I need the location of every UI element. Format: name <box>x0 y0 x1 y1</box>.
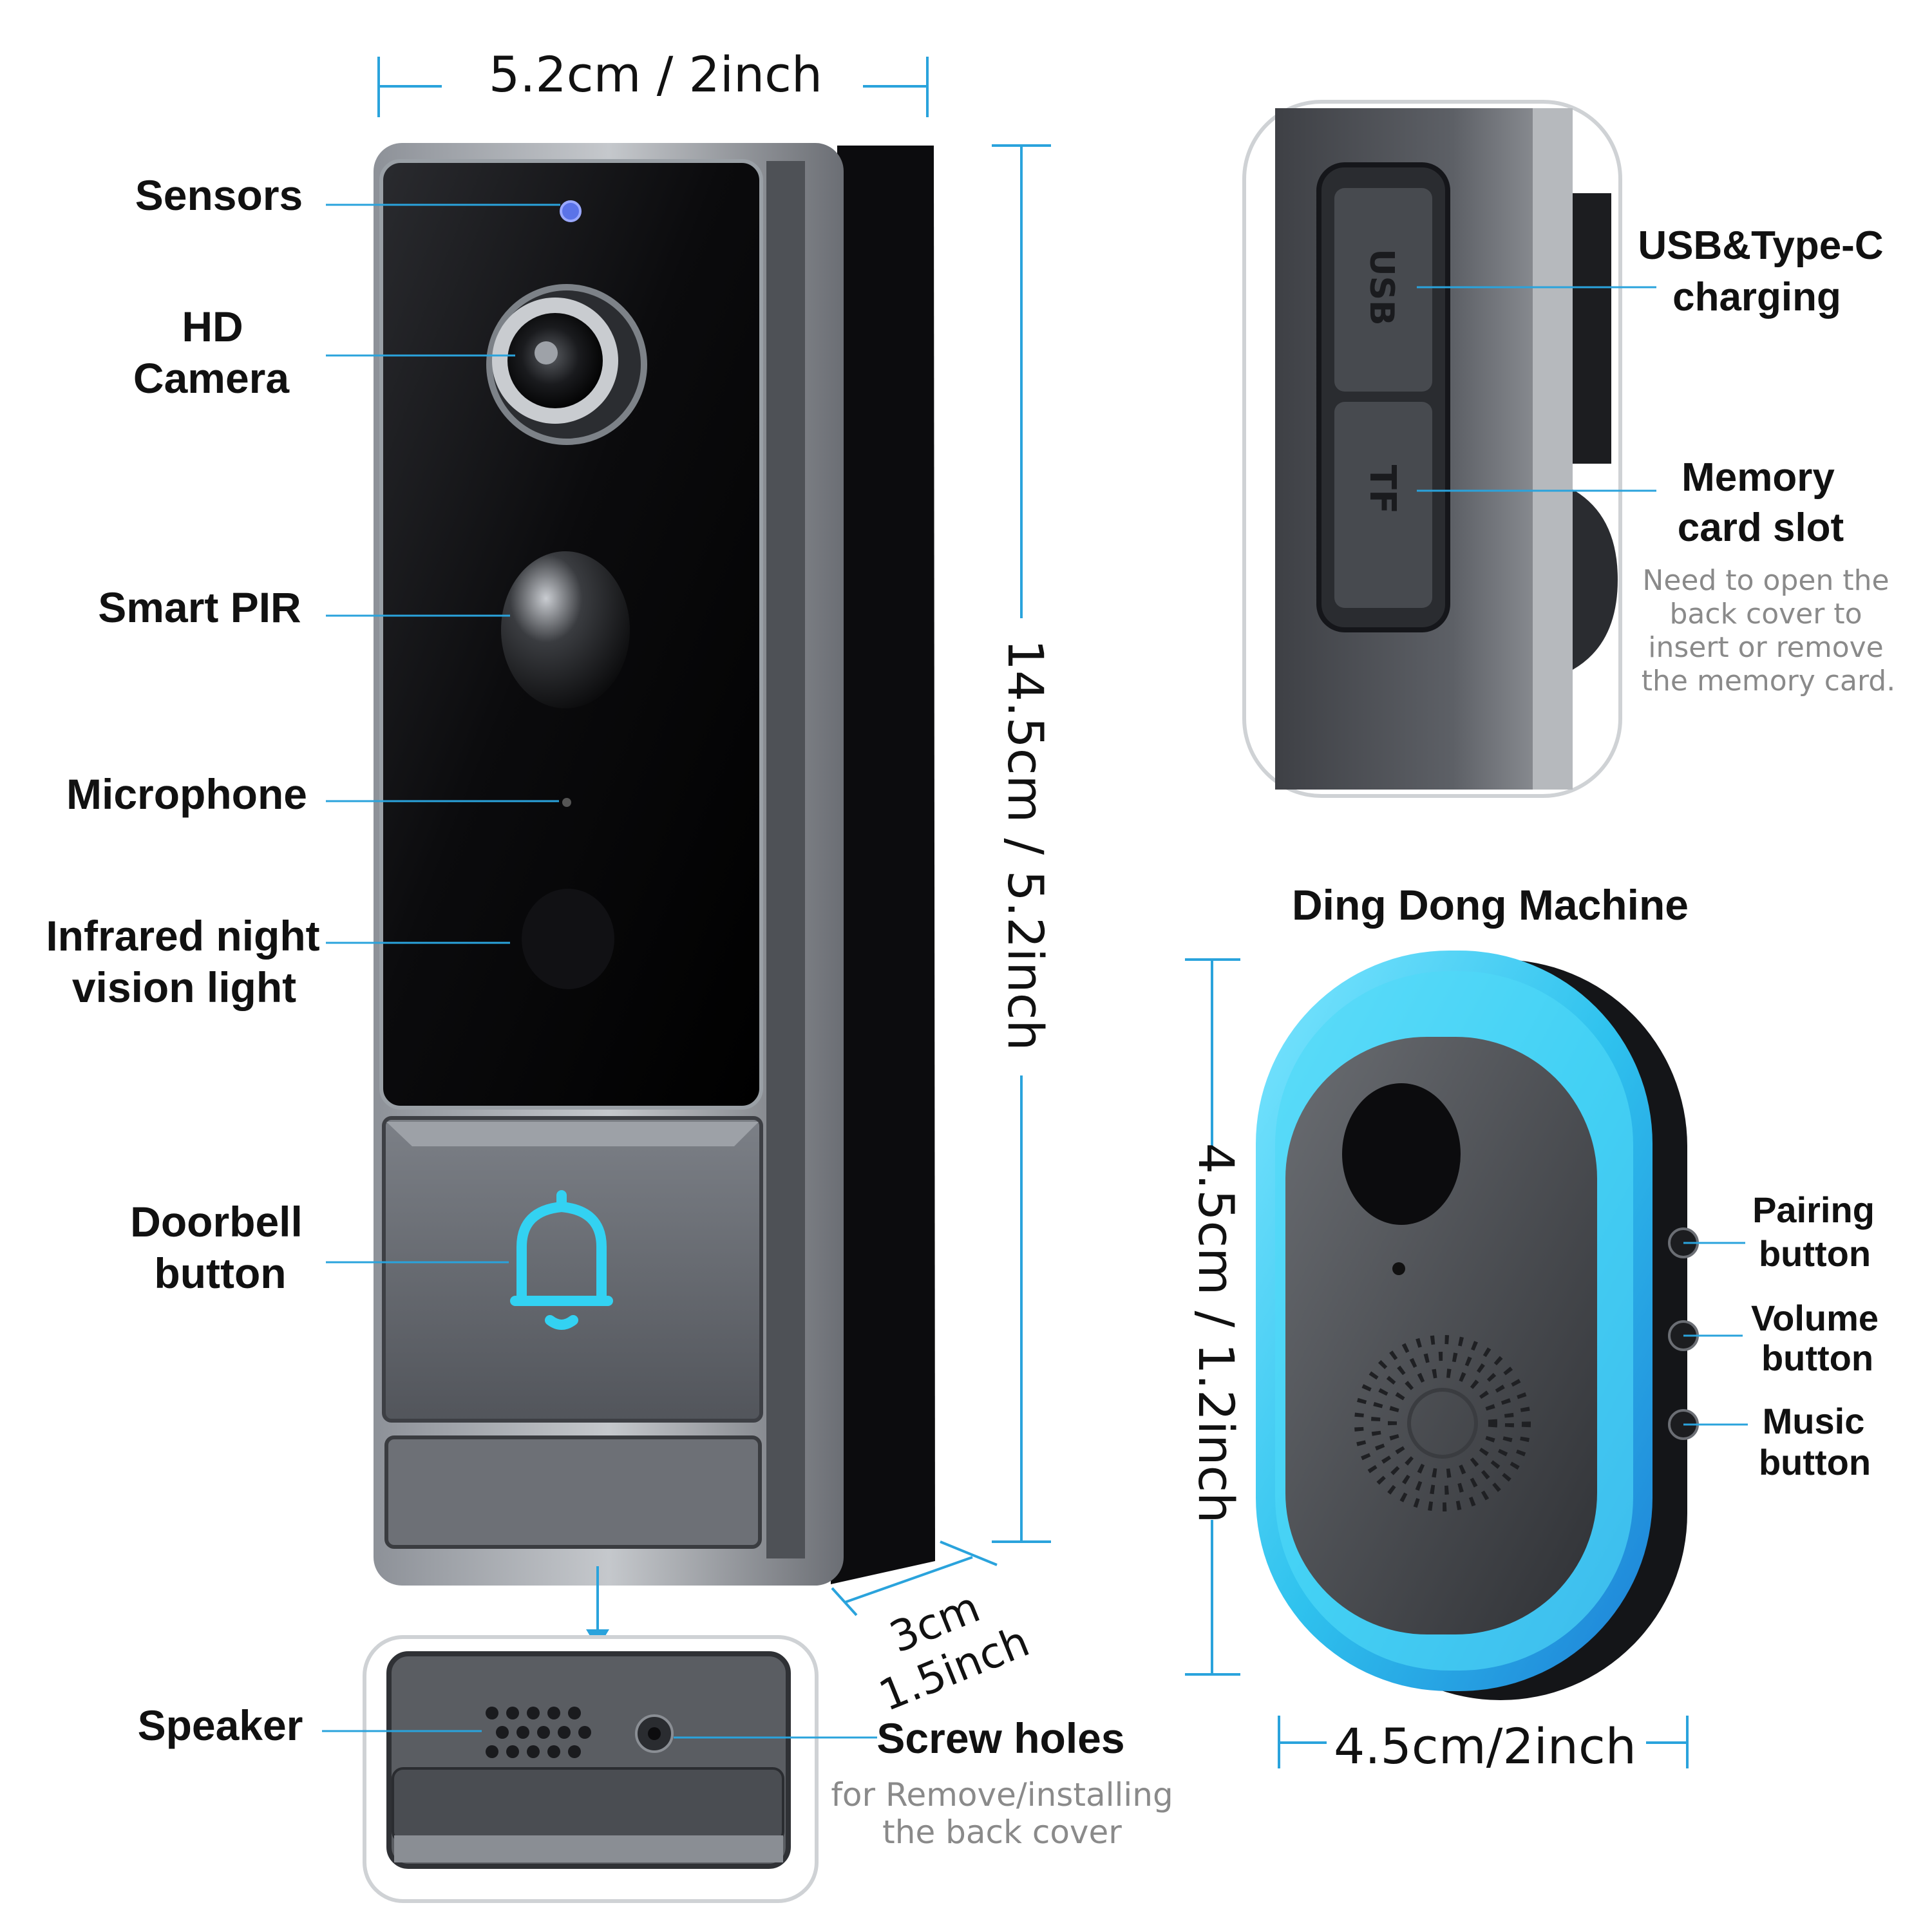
pairing-label-line1: Pairing <box>1752 1189 1875 1230</box>
camera-lens-glint <box>535 341 558 365</box>
screw-note-line2: the back cover <box>882 1814 1122 1851</box>
memory-note-line1: Need to open the <box>1642 564 1889 597</box>
side-view-knob <box>1573 489 1618 670</box>
tf-port-cover <box>1334 402 1432 608</box>
usb-charging-label-line2: charging <box>1672 275 1841 319</box>
doorbell-button-label-line1: Doorbell <box>130 1198 303 1245</box>
infrared-label-line2: vision light <box>72 963 296 1011</box>
side-view: USB TF <box>1242 100 1622 798</box>
height-dimension: 14.5cm / 5.2inch <box>992 144 1054 1543</box>
bell-icon <box>510 1190 613 1330</box>
chime-title: Ding Dong Machine <box>1292 881 1689 929</box>
chime-height-label: 4.5cm / 1.2inch <box>1188 1143 1245 1524</box>
usb-port-text: USB <box>1362 249 1401 325</box>
doorbell-button-label-line2: button <box>154 1249 286 1297</box>
chime-width-dimension: 4.5cm/2inch <box>1278 1716 1689 1775</box>
side-view-rear <box>1573 193 1611 464</box>
memory-note-line4: the memory card. <box>1642 665 1895 697</box>
smart-pir-label: Smart PIR <box>98 583 301 631</box>
hd-camera-label-line1: HD <box>182 303 243 350</box>
sensor-dot <box>560 200 582 222</box>
music-label-line2: button <box>1759 1442 1871 1482</box>
microphone-hole <box>562 798 571 807</box>
chime-height-dimension: 4.5cm / 1.2inch <box>1185 958 1245 1676</box>
screw-holes-label: Screw holes <box>876 1714 1124 1762</box>
screw-note-line1: for Remove/installing <box>831 1776 1173 1814</box>
memory-note-line3: insert or remove <box>1648 631 1884 664</box>
width-dimension: 5.2cm / 2inch <box>377 46 929 117</box>
chime-device <box>1256 951 1699 1700</box>
camera-lens <box>507 313 603 408</box>
memory-label-line2: card slot <box>1678 506 1844 550</box>
height-label: 14.5cm / 5.2inch <box>997 639 1054 1050</box>
doorbell-bezel-right <box>766 161 805 1558</box>
width-label: 5.2cm / 2inch <box>489 46 822 103</box>
chime-speaker-grille <box>1354 1335 1531 1511</box>
bottom-base <box>394 1835 783 1862</box>
usb-charging-label-line1: USB&Type-C <box>1638 223 1883 268</box>
pir-sensor <box>501 551 630 708</box>
hd-camera-label-line2: Camera <box>133 354 290 402</box>
music-label-line1: Music <box>1763 1401 1865 1441</box>
usb-port-cover <box>1334 188 1432 392</box>
memory-label-line1: Memory <box>1681 455 1835 500</box>
doorbell-side-shadow <box>831 146 935 1584</box>
doorbell-bottom-cover <box>384 1435 762 1549</box>
chime-width-label: 4.5cm/2inch <box>1334 1718 1636 1775</box>
chime-mic <box>1392 1262 1405 1275</box>
microphone-label: Microphone <box>66 770 307 818</box>
bottom-lower-strip <box>392 1767 784 1843</box>
sensors-label: Sensors <box>135 171 303 219</box>
bottom-view <box>363 1635 819 1903</box>
volume-label-line2: button <box>1761 1338 1873 1378</box>
pairing-label-line2: button <box>1759 1233 1871 1274</box>
volume-label-line1: Volume <box>1751 1298 1879 1338</box>
infrared-label-line1: Infrared night <box>46 912 319 960</box>
speaker-grille <box>486 1707 591 1758</box>
doorbell-button-plate <box>382 1116 763 1423</box>
chime-lens <box>1342 1083 1461 1225</box>
speaker-label: Speaker <box>138 1701 303 1749</box>
doorbell-device <box>374 143 935 1586</box>
memory-note-line2: back cover to <box>1669 598 1862 630</box>
infrared-window <box>522 889 614 989</box>
doorbell-button-highlight <box>386 1122 759 1146</box>
tf-port-text: TF <box>1361 465 1403 514</box>
side-view-edge <box>1533 108 1573 790</box>
